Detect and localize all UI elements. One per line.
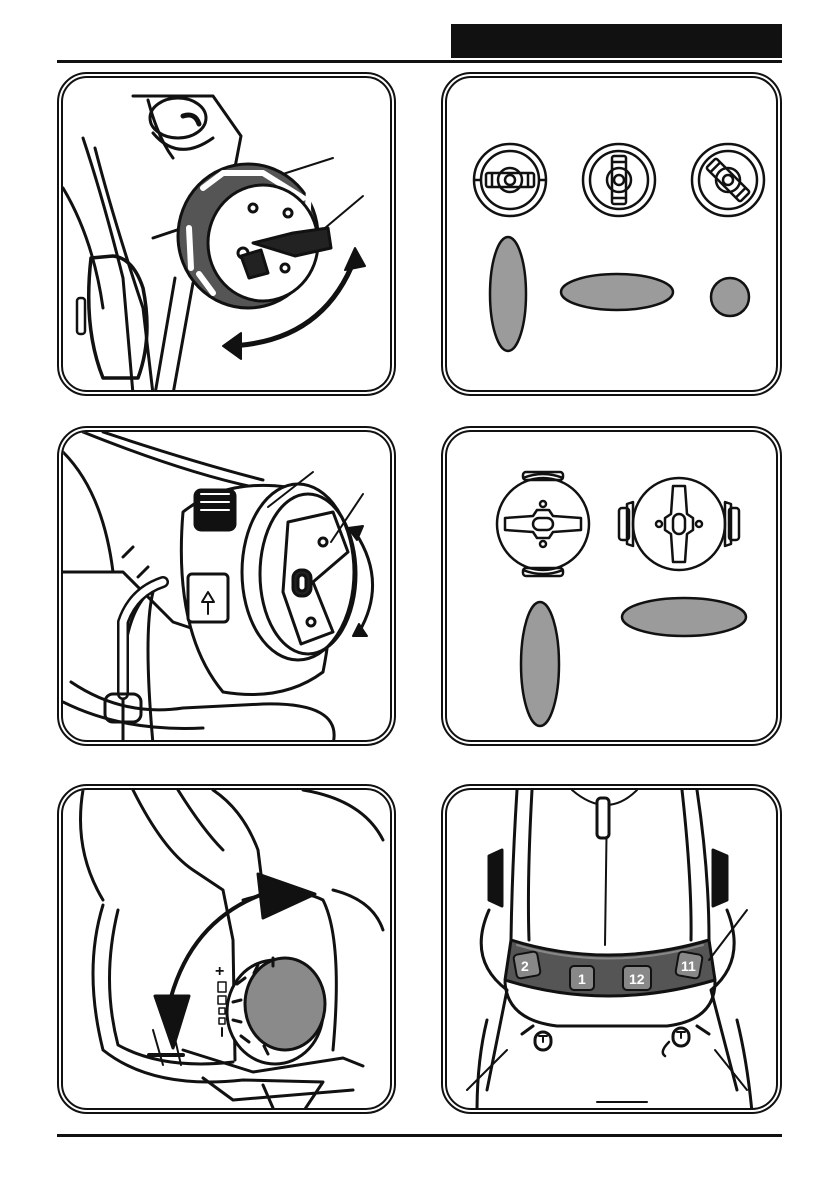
top-rule (57, 60, 782, 63)
spray-pattern-vertical (490, 237, 526, 351)
cap-orientation-vertical (474, 144, 546, 216)
bottom-rule (57, 1134, 782, 1137)
spray-pattern-round (711, 278, 749, 316)
cap-orientation-horizontal (583, 144, 655, 216)
spray-pattern-horizontal (622, 598, 746, 636)
spray-pattern-horizontal (561, 274, 673, 310)
dial-number-label: 1 (578, 971, 586, 987)
header-bar (451, 24, 782, 58)
dial-number-label: 11 (681, 958, 696, 974)
figure-dial-settings: 2 1 12 11 (445, 788, 778, 1110)
spray-pattern-vertical (521, 602, 559, 726)
figure-flow-control-knob: + (61, 788, 392, 1110)
dial-number-label: 2 (521, 958, 529, 974)
figure-spray-patterns-round-cap (445, 76, 778, 392)
svg-text:+: + (215, 963, 224, 980)
figure-nozzle-cap-alt-rotate (61, 430, 392, 742)
figure-spray-patterns-flat-cap (445, 430, 778, 742)
figure-nozzle-cap-rotate (61, 76, 392, 392)
dial-number-label: 12 (629, 971, 645, 987)
cap-face-horizontal (497, 472, 589, 576)
rotate-arrow-icon (258, 874, 315, 918)
cap-face-vertical (619, 478, 739, 570)
down-arrow-icon (155, 996, 189, 1048)
cap-orientation-diagonal (677, 129, 778, 231)
